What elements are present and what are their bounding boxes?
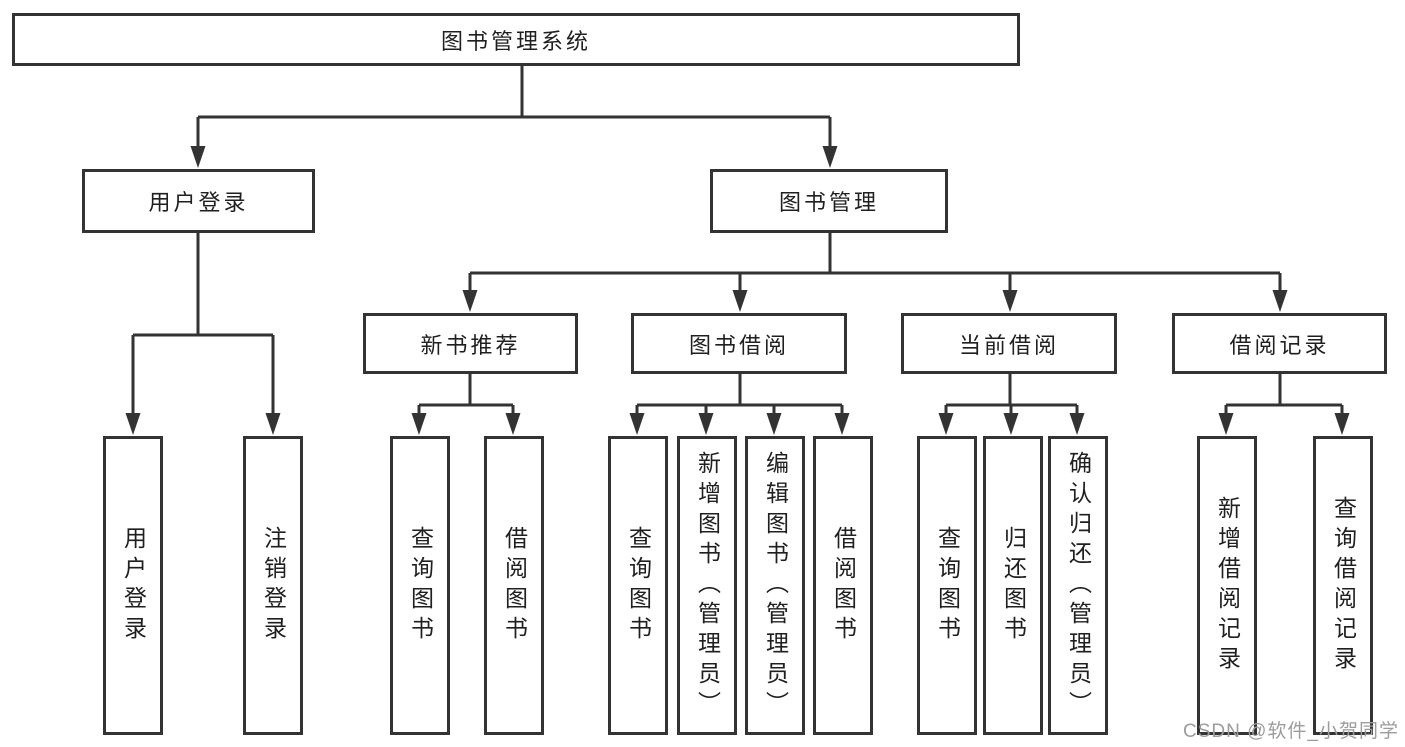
node-leaf-logout: 注销登录 bbox=[243, 436, 303, 735]
node-leaf-user-login: 用户登录 bbox=[103, 436, 163, 735]
csdn-watermark: CSDN @软件_小贺同学 bbox=[1183, 721, 1399, 742]
node-library-management-system: 图书管理系统 bbox=[12, 13, 1020, 66]
node-current-borrowing: 当前借阅 bbox=[901, 313, 1117, 374]
node-user-login: 用户登录 bbox=[82, 169, 315, 233]
node-newrec-borrow-books: 借阅图书 bbox=[484, 436, 544, 735]
node-new-book-recommend: 新书推荐 bbox=[363, 313, 578, 374]
node-current-query-books: 查询图书 bbox=[917, 436, 977, 735]
node-newrec-query-books: 查询图书 bbox=[390, 436, 450, 735]
node-borrowing-edit-books-admin: 编辑图书（管理员） bbox=[745, 436, 805, 735]
node-book-management: 图书管理 bbox=[710, 169, 948, 233]
node-current-return-books: 归还图书 bbox=[983, 436, 1043, 735]
node-current-confirm-return-admin: 确认归还（管理员） bbox=[1048, 436, 1108, 735]
node-records-query-borrow-record: 查询借阅记录 bbox=[1313, 436, 1373, 735]
node-borrowing-query-books: 查询图书 bbox=[608, 436, 668, 735]
node-borrowing-add-books-admin: 新增图书（管理员） bbox=[677, 436, 737, 735]
node-records-add-borrow-record: 新增借阅记录 bbox=[1197, 436, 1257, 735]
node-borrowing-borrow-books: 借阅图书 bbox=[813, 436, 873, 735]
node-book-borrowing: 图书借阅 bbox=[631, 313, 847, 374]
node-borrowing-records: 借阅记录 bbox=[1172, 313, 1387, 374]
